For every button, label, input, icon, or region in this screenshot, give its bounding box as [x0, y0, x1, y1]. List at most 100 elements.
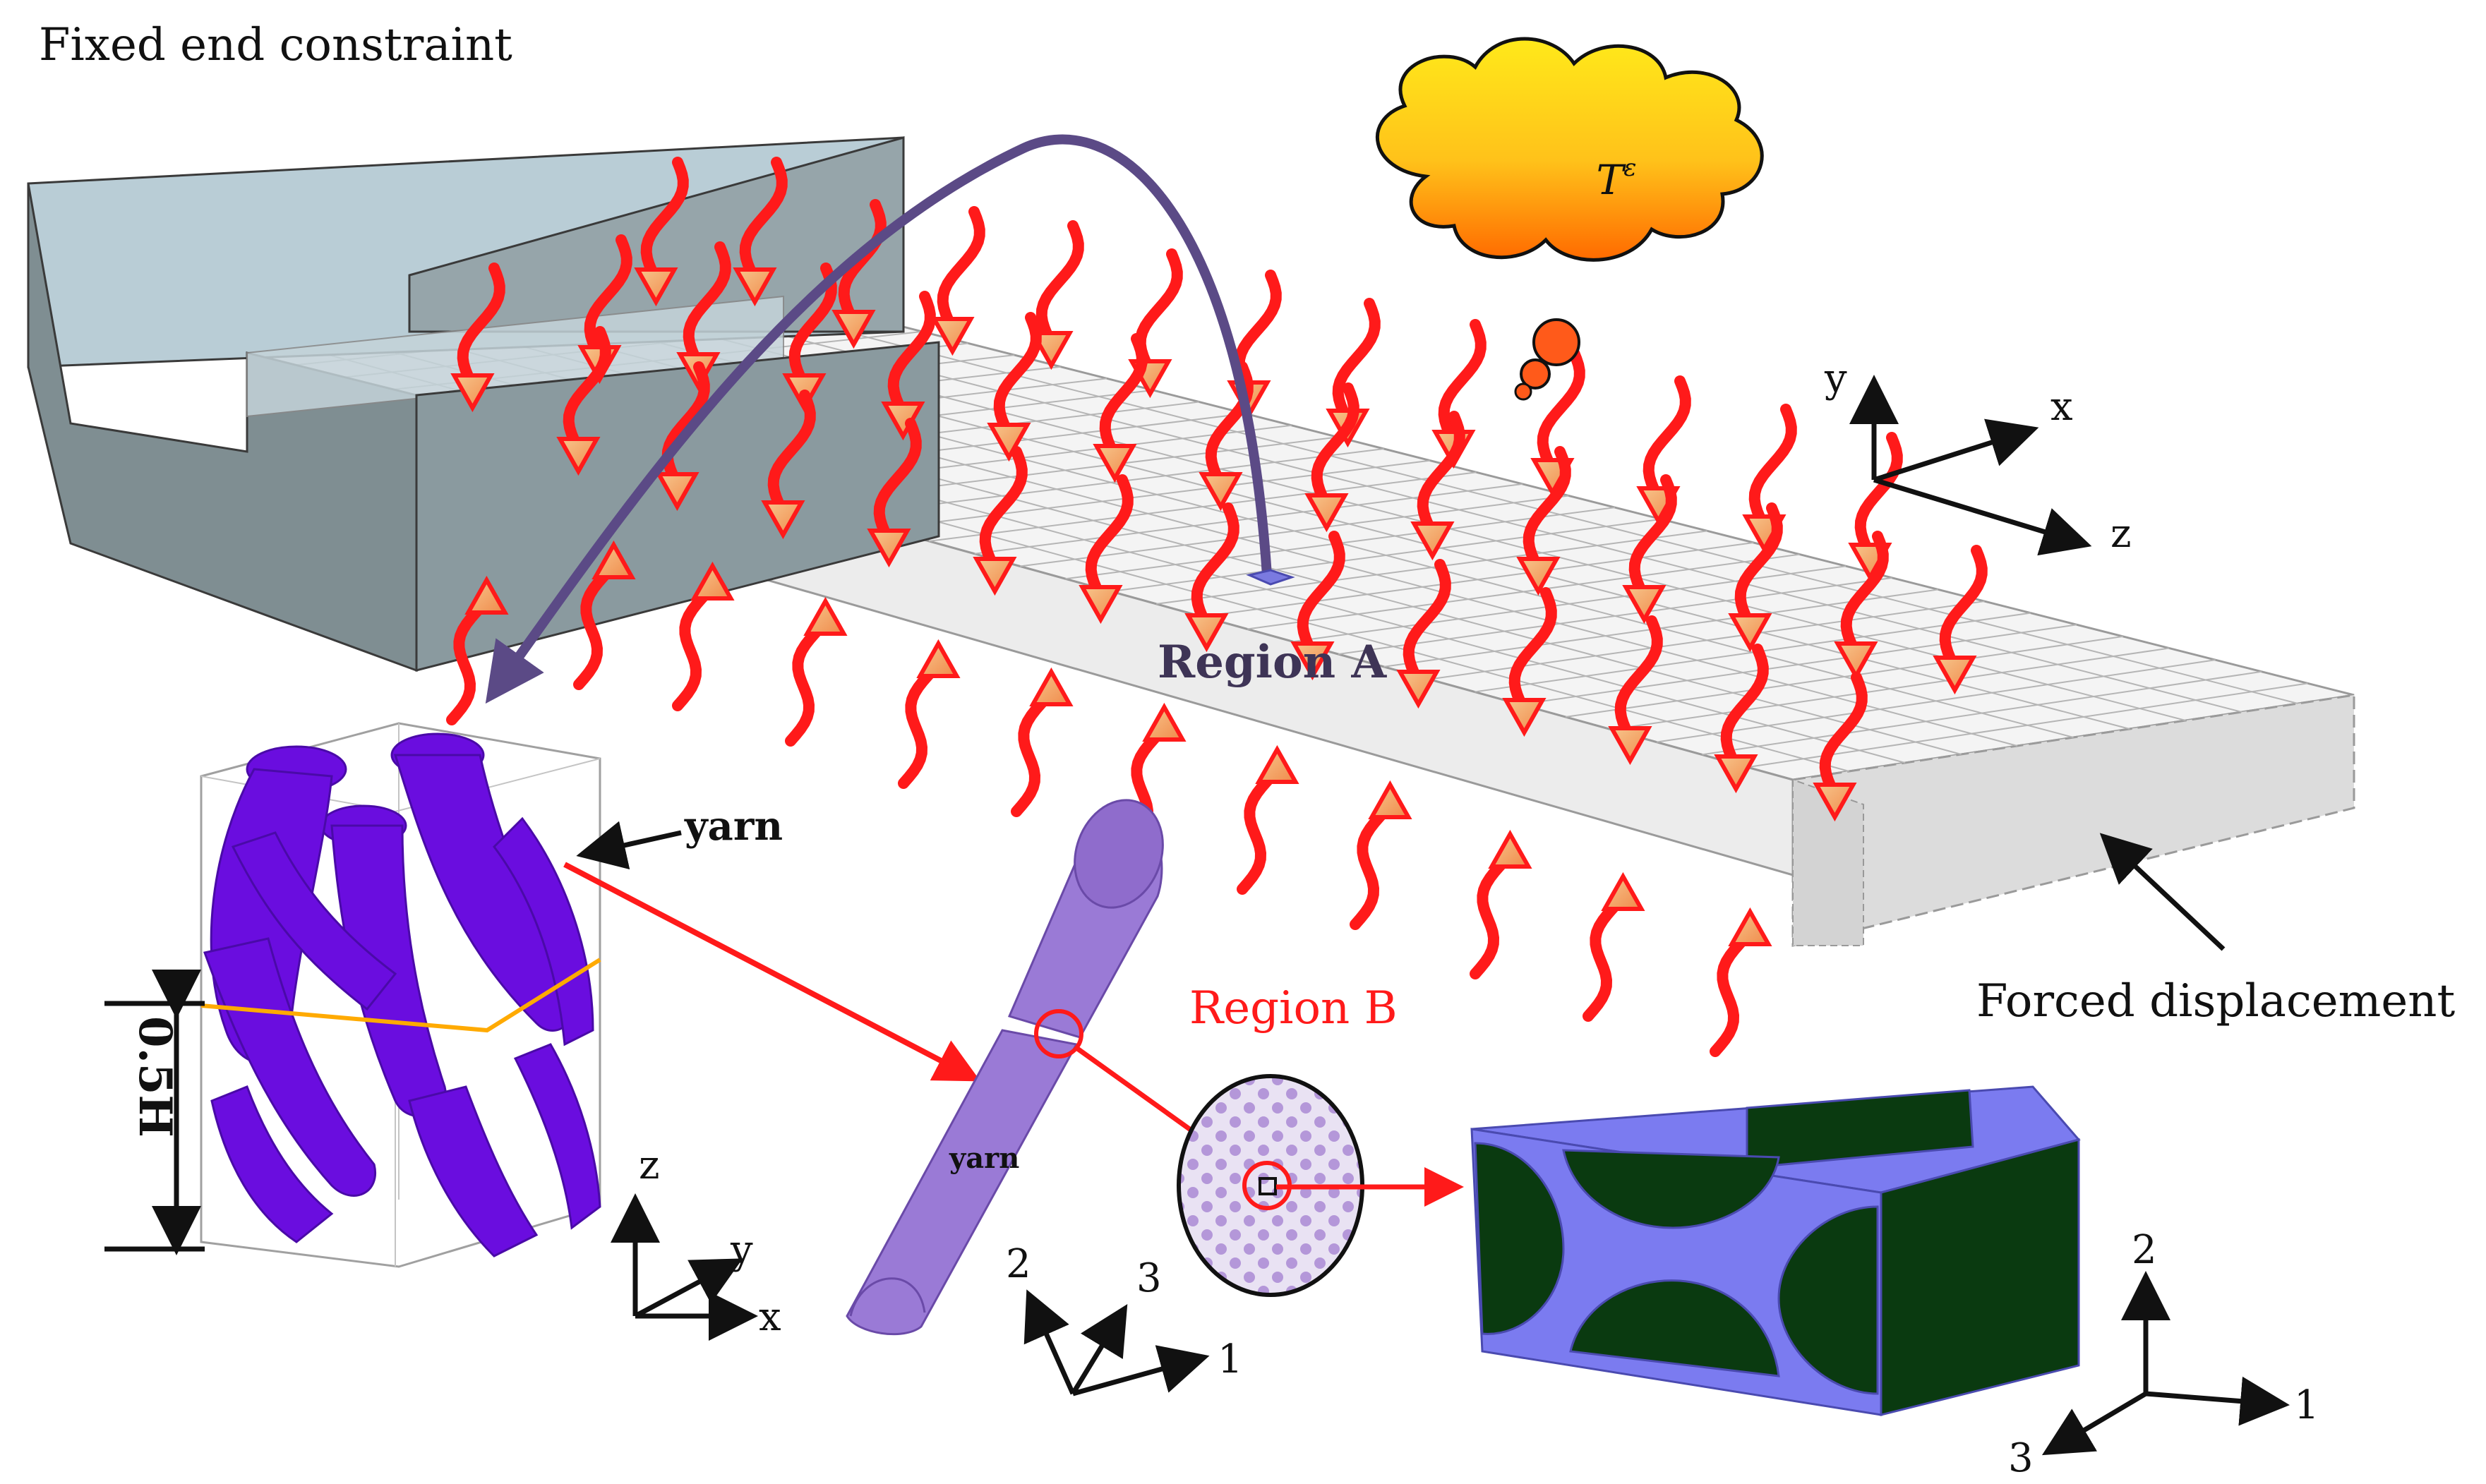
micro-rve [1470, 1085, 2081, 1416]
heat-arrow-shaft [1350, 799, 1396, 930]
heat-arrow-shaft [640, 157, 689, 288]
scale-transfer-curve [485, 134, 1272, 704]
heat-arrow-shaft [788, 263, 837, 394]
heat-arrow-head [464, 575, 509, 615]
yarn-body-label: yarn [949, 1142, 1019, 1175]
unit-cell [200, 722, 601, 1268]
heat-arrow-shaft [1748, 404, 1797, 535]
heat-arrow-head [1079, 585, 1123, 625]
heat-arrow-shaft [1614, 615, 1663, 747]
micro-axes [2041, 1271, 2290, 1456]
global-axis-z: z [2110, 511, 2132, 557]
unit-cell-axis-z: z [639, 1142, 660, 1188]
micro-axis-3: 3 [2008, 1435, 2034, 1481]
heat-arrow-shaft [1583, 891, 1629, 1022]
yarn-axis-3: 3 [1136, 1255, 1162, 1301]
heat-arrow-shaft [1734, 502, 1783, 634]
dimension-0.5H [104, 970, 205, 1255]
heat-arrow-head [987, 423, 1031, 462]
heat-arrow-shaft [993, 312, 1042, 443]
heat-arrow-head [803, 596, 848, 636]
region-a-label: Region A [1158, 636, 1387, 689]
heat-arrow-head [1368, 780, 1412, 819]
heat-arrow-shaft [661, 361, 710, 493]
heat-arrow-head [1199, 472, 1243, 512]
heat-arrow-shaft [785, 615, 831, 747]
heat-arrow-shaft [683, 241, 731, 373]
heat-arrow-shaft [873, 418, 922, 549]
heat-arrow-head [1255, 744, 1299, 784]
heat-arrow-head [1410, 521, 1455, 561]
global-axis-x: x [2050, 384, 2073, 430]
heat-arrow-head [655, 472, 699, 512]
heat-arrow-head [1093, 444, 1137, 483]
heat-arrow-shaft [1085, 474, 1134, 605]
heat-arrow-head [1834, 641, 1878, 681]
heat-arrow-head [1184, 613, 1229, 653]
heat-arrow-head [1290, 641, 1335, 681]
temperature-cloud: Tε [1376, 37, 1764, 401]
heat-arrow-head [1029, 667, 1074, 706]
yarn-segment [846, 799, 1164, 1336]
heat-arrow-head [690, 561, 735, 601]
global-axes [1849, 375, 2092, 556]
heat-arrow-shaft [1311, 382, 1359, 514]
heat-arrow-shaft [1205, 361, 1254, 493]
heat-arrow-shaft [1720, 644, 1769, 775]
fixed-end-label: Fixed end constraint [39, 19, 512, 71]
yarn-pointer-arrow [576, 821, 682, 870]
heat-arrow-shaft [573, 559, 620, 690]
heat-arrow-shaft [1191, 502, 1239, 634]
micro-axis-2: 2 [2132, 1227, 2157, 1273]
heat-arrow-shaft [1819, 672, 1868, 803]
heat-arrow-shaft [672, 580, 719, 711]
forced-displacement-pointer [2099, 833, 2226, 951]
yarn-axis-2: 2 [1006, 1241, 1031, 1287]
dimension-label: 0.5H [128, 1016, 181, 1138]
heat-arrow-shaft [1470, 848, 1516, 979]
heat-arrow-shaft [1508, 587, 1557, 718]
heat-arrow-head [1516, 557, 1561, 596]
heat-arrow-shaft [584, 234, 632, 366]
yarn-axis-1: 1 [1218, 1337, 1243, 1382]
cell-to-yarn-arrow [563, 862, 981, 1082]
heat-arrow-head [1396, 670, 1441, 709]
heat-arrow-head [592, 540, 636, 579]
heat-arrow-shaft [979, 446, 1028, 577]
unit-cell-axes [611, 1193, 758, 1341]
heat-arrow-head [634, 267, 678, 307]
heat-arrow-shaft [1710, 926, 1756, 1057]
unit-cell-axis-y: y [730, 1227, 753, 1273]
heat-arrow-head [973, 557, 1017, 596]
unit-cell-axis-x: x [759, 1294, 781, 1340]
heat-arrow-shaft [1523, 446, 1571, 577]
heat-arrow-shaft [887, 291, 936, 422]
heat-arrow-shaft [1438, 319, 1487, 450]
heat-arrow-shaft [739, 157, 788, 288]
heat-arrow-head [831, 310, 876, 349]
heat-arrow-shaft [767, 390, 816, 521]
heat-arrow-shaft [937, 206, 985, 337]
heat-arrow-shaft [457, 263, 505, 394]
heat-arrow-shaft [1628, 474, 1677, 605]
heat-arrow-head [733, 267, 777, 307]
heat-arrow-shaft [1035, 220, 1084, 351]
mesh-line [729, 301, 2298, 704]
heat-arrow-shaft [1011, 686, 1057, 817]
heat-arrow-head [1488, 829, 1532, 869]
region-b-label: Region B [1189, 982, 1398, 1034]
heat-arrow-head [1622, 585, 1667, 625]
yarn-axes [1023, 1289, 1210, 1396]
heat-arrow-head [1728, 907, 1772, 946]
heat-arrow-shaft [1840, 531, 1889, 662]
heat-arrow-head [930, 317, 975, 356]
heat-arrow-shaft [1643, 375, 1691, 507]
heat-arrow-head [916, 639, 961, 678]
heat-arrow-head [1502, 698, 1547, 737]
heat-arrow-shaft [1099, 333, 1148, 464]
heat-arrow-head [1813, 783, 1857, 822]
heat-arrow-shaft [1403, 559, 1451, 690]
heat-arrow-shaft [1297, 531, 1345, 662]
heat-arrow-shaft [1417, 411, 1465, 542]
heat-flux-arrows [446, 157, 1988, 1057]
